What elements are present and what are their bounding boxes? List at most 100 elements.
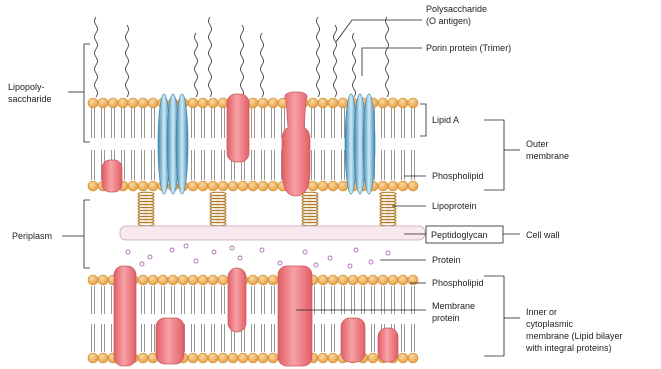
periplasm-protein-dot [170, 248, 174, 252]
polysaccharide-chain [195, 33, 198, 97]
lipid-head [88, 98, 98, 108]
inner-membrane-label-1: Inner or [526, 307, 557, 317]
lipid-head [318, 98, 328, 108]
membrane-protein-label-1: Membrane [432, 301, 475, 311]
lipid-head [208, 353, 218, 363]
periplasm-proteins [126, 244, 390, 268]
periplasm-protein-dot [348, 264, 352, 268]
lipid-head [408, 98, 418, 108]
lipid-head [398, 353, 408, 363]
lipid-head [138, 353, 148, 363]
lps-chains [95, 17, 389, 97]
lipid-head [398, 275, 408, 285]
polysaccharide-chain [261, 33, 264, 97]
lipid-head [258, 181, 268, 191]
inner-membrane-protein [341, 318, 365, 362]
polysaccharide-chain [126, 25, 129, 97]
periplasm-protein-dot [354, 248, 358, 252]
lipid-head [308, 98, 318, 108]
lipid-head [218, 353, 228, 363]
lipid-head [318, 275, 328, 285]
lipid-head [98, 353, 108, 363]
lipid-head [188, 181, 198, 191]
periplasm-protein-dot [386, 251, 390, 255]
lipid-head [398, 98, 408, 108]
phospholipid-outer-label: Phospholipid [432, 171, 484, 181]
outer-membrane-label-1: Outer [526, 139, 549, 149]
lipoprotein-label: Lipoprotein [432, 201, 477, 211]
outer-membrane-protein [227, 94, 249, 162]
lipid-head [338, 181, 348, 191]
lipopolysaccharide-label-2: saccharide [8, 94, 52, 104]
lipopolysaccharide-label-1: Lipopoly- [8, 82, 45, 92]
lipid-head [128, 98, 138, 108]
lipid-head [308, 181, 318, 191]
lipid-head [188, 353, 198, 363]
lipid-head [408, 275, 418, 285]
lipoprotein-coil [380, 192, 396, 226]
lipid-head [218, 181, 228, 191]
lipid-head [218, 275, 228, 285]
lipid-head [368, 353, 378, 363]
lipid-head [338, 98, 348, 108]
lipoprotein-coil [210, 192, 226, 226]
lipid-head [328, 98, 338, 108]
periplasm-protein-dot [260, 248, 264, 252]
inner-membrane-tails [92, 286, 415, 352]
lipid-head [408, 181, 418, 191]
lipid-head [258, 275, 268, 285]
lipid-head [198, 275, 208, 285]
membrane-protein-label-2: protein [432, 313, 460, 323]
lipid-head [238, 181, 248, 191]
lipid-head [238, 353, 248, 363]
inner-membrane-label-2: cytoplasmic [526, 319, 574, 329]
polysaccharide-chain [386, 17, 389, 97]
lipoproteins [138, 192, 396, 226]
lipid-head [268, 181, 278, 191]
lipid-head [378, 98, 388, 108]
lipid-head [178, 275, 188, 285]
lipid-head [248, 181, 258, 191]
lipid-head [208, 98, 218, 108]
lipid-head [218, 98, 228, 108]
periplasm-protein-dot [184, 244, 188, 248]
lipid-head [378, 181, 388, 191]
lipid-head [258, 98, 268, 108]
phospholipid-inner-label: Phospholipid [432, 278, 484, 288]
periplasm-label: Periplasm [12, 231, 52, 241]
inner-membrane-heads [88, 275, 418, 363]
outer-membrane-protein [282, 92, 310, 196]
lipid-head [88, 181, 98, 191]
periplasm-protein-dot [303, 250, 307, 254]
lipid-head [348, 275, 358, 285]
lipid-head [328, 353, 338, 363]
lipid-head [388, 98, 398, 108]
periplasm-protein-dot [328, 256, 332, 260]
lipid-head [358, 275, 368, 285]
lipid-head [188, 275, 198, 285]
lipid-head [368, 275, 378, 285]
lipid-head [328, 181, 338, 191]
lipid-head [268, 98, 278, 108]
protein-label: Protein [432, 255, 461, 265]
periplasm-protein-dot [148, 255, 152, 259]
porin-label: Porin protein (Trimer) [426, 43, 511, 53]
lipid-head [198, 181, 208, 191]
inner-membrane-protein [228, 268, 246, 332]
lipid-head [108, 98, 118, 108]
lipoprotein-coil [302, 192, 318, 226]
periplasm-protein-dot [369, 260, 373, 264]
polysaccharide-chain [317, 17, 320, 97]
polysaccharide-chain [241, 25, 244, 97]
periplasm-protein-dot [194, 259, 198, 263]
lipid-head [268, 275, 278, 285]
lipid-head [318, 181, 328, 191]
cell-wall-label: Cell wall [526, 230, 560, 240]
lipid-head [138, 181, 148, 191]
porin-protein [345, 94, 375, 194]
lipid-head [138, 275, 148, 285]
lipid-head [378, 275, 388, 285]
inner-membrane-label-4: with integral proteins) [525, 343, 612, 353]
lipid-head [148, 181, 158, 191]
periplasm-protein-dot [238, 256, 242, 260]
